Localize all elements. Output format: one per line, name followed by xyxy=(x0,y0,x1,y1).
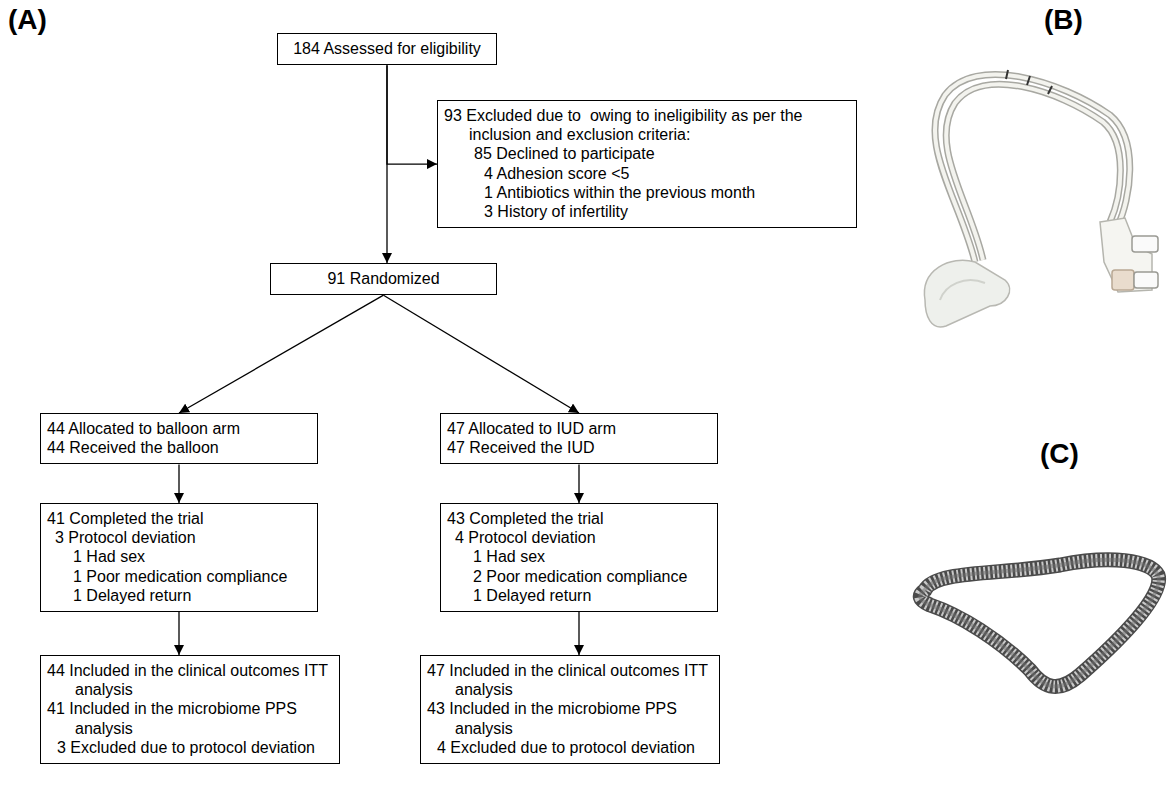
box-text: 2 Poor medication compliance xyxy=(447,567,711,586)
box-text: 184 Assessed for eligibility xyxy=(284,39,490,58)
balloon-fold xyxy=(940,280,985,300)
flow-box: 43 Completed the trial4 Protocol deviati… xyxy=(440,503,718,612)
flow-box: 184 Assessed for eligibility xyxy=(277,33,497,65)
panel-label: (C) xyxy=(1040,438,1079,470)
box-text: 1 Poor medication compliance xyxy=(47,567,311,586)
coil-core xyxy=(920,560,1158,687)
box-text: 85 Declined to participate xyxy=(444,144,850,163)
box-text: 44 Allocated to balloon arm xyxy=(47,419,311,438)
coil-body xyxy=(920,560,1158,687)
catheter-tube xyxy=(946,84,1120,260)
box-text: 3 Protocol deviation xyxy=(47,528,311,547)
flow-box: 47 Allocated to IUD arm47 Received the I… xyxy=(440,413,718,464)
luer-port xyxy=(1134,272,1158,288)
box-text: 41 Included in the microbiome PPS analys… xyxy=(47,699,333,737)
box-text: 43 Included in the microbiome PPS analys… xyxy=(427,699,713,737)
box-text: 47 Allocated to IUD arm xyxy=(447,419,711,438)
box-text: 4 Protocol deviation xyxy=(447,528,711,547)
flow-arrow xyxy=(178,612,179,655)
box-text: 47 Included in the clinical outcomes ITT… xyxy=(427,661,713,699)
flow-arrow xyxy=(178,464,179,503)
flow-arrow xyxy=(578,464,579,503)
flow-arrow xyxy=(387,65,437,164)
flow-box: 44 Included in the clinical outcomes ITT… xyxy=(40,655,340,764)
flow-box: 47 Included in the clinical outcomes ITT… xyxy=(420,655,720,764)
port-collar xyxy=(1112,270,1134,290)
box-text: 44 Received the balloon xyxy=(47,438,311,457)
box-text: 1 Had sex xyxy=(447,547,711,566)
box-text: 4 Excluded due to protocol deviation xyxy=(427,738,713,757)
panel-label: (B) xyxy=(1044,4,1083,36)
catheter-tube xyxy=(946,84,1120,260)
flow-arrow xyxy=(384,295,580,413)
box-text: 1 Delayed return xyxy=(447,586,711,605)
box-text: 1 Had sex xyxy=(47,547,311,566)
box-text: 91 Randomized xyxy=(277,269,490,288)
box-text: 4 Adhesion score <5 xyxy=(444,164,850,183)
box-text: 3 Excluded due to protocol deviation xyxy=(47,738,333,757)
box-text: 1 Delayed return xyxy=(47,586,311,605)
box-text: 3 History of infertility xyxy=(444,202,850,221)
box-text: 1 Antibiotics within the previous month xyxy=(444,183,850,202)
box-text: 47 Received the IUD xyxy=(447,438,711,457)
flow-arrow xyxy=(578,612,579,655)
flow-box: 41 Completed the trial3 Protocol deviati… xyxy=(40,503,318,612)
balloon xyxy=(924,260,1009,327)
flow-box: 93 Excluded due to owing to ineligibilit… xyxy=(437,100,857,228)
flow-box: 44 Allocated to balloon arm44 Received t… xyxy=(40,413,318,464)
box-text: 41 Completed the trial xyxy=(47,509,311,528)
coil-iud xyxy=(920,560,1158,687)
box-text: 93 Excluded due to owing to ineligibilit… xyxy=(444,106,850,144)
flow-arrow xyxy=(179,295,384,413)
coil-rings xyxy=(920,560,1158,687)
panel-label: (A) xyxy=(8,4,47,36)
balloon-catheter xyxy=(924,70,1158,327)
depth-mark xyxy=(1006,70,1052,94)
box-text: 43 Completed the trial xyxy=(447,509,711,528)
flow-box: 91 Randomized xyxy=(270,263,497,295)
luer-port xyxy=(1132,236,1158,252)
box-text: 44 Included in the clinical outcomes ITT… xyxy=(47,661,333,699)
